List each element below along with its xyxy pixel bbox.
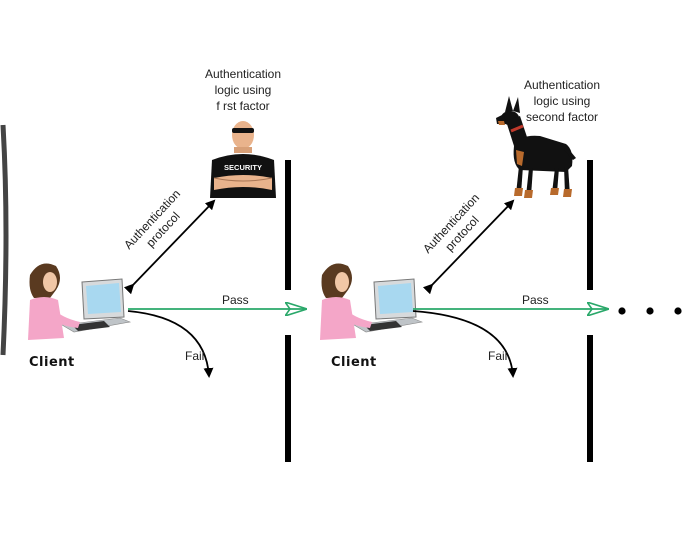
second-client-icon [320, 263, 424, 340]
first-pass-label: Pass [222, 293, 249, 307]
guard-dog-icon [496, 96, 576, 198]
right-stage: Authentication logic using second factor [320, 78, 607, 378]
security-guard-icon: SECURITY [210, 121, 276, 198]
second-client-label: Client [331, 355, 377, 370]
continuation-ellipsis [618, 307, 682, 315]
first-factor-label-line2: logic using [215, 83, 272, 97]
first-fail-label: Fail [185, 349, 204, 363]
left-stage: Authentication logic using f rst factor … [28, 67, 305, 378]
second-factor-label-line1: Authentication [524, 78, 600, 92]
first-client-icon [28, 263, 132, 340]
page-edge-curve [0, 124, 9, 356]
second-factor-label-line3: second factor [526, 110, 598, 124]
second-pass-label: Pass [522, 293, 549, 307]
first-factor-label-line1: Authentication [205, 67, 281, 81]
second-fail-arrow [412, 310, 518, 378]
first-protocol-arrow [123, 199, 216, 295]
second-protocol-arrow [422, 199, 515, 295]
first-client-label: Client [29, 355, 75, 370]
second-factor-label-line2: logic using [534, 94, 591, 108]
first-fail-arrow [127, 310, 214, 378]
second-fail-label: Fail [488, 349, 507, 363]
first-factor-label-line3: f rst factor [216, 99, 269, 113]
guard-shirt-text: SECURITY [224, 163, 262, 172]
